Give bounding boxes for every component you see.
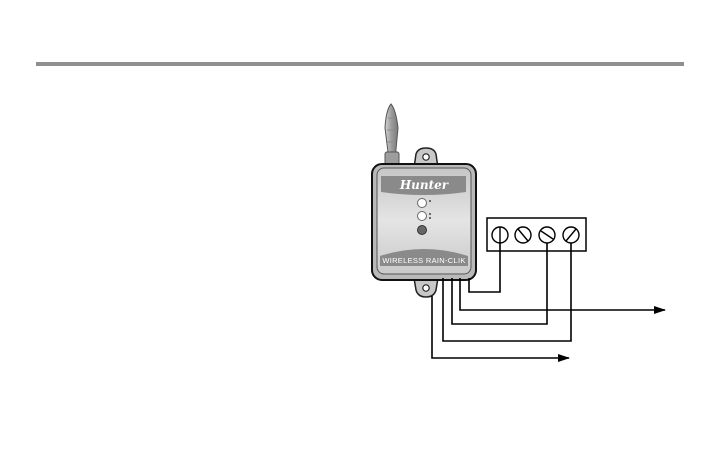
brand-logo: Hunter <box>399 178 450 192</box>
indicator-led-2 <box>418 212 427 221</box>
terminal-screw-4 <box>563 227 579 243</box>
indicator-led-1 <box>418 199 427 208</box>
bypass-button <box>418 226 427 235</box>
indicator-mark-2b <box>429 217 431 219</box>
terminal-screw-1 <box>492 227 508 243</box>
terminal-screw-3 <box>539 227 555 243</box>
indicator-mark-2a <box>429 213 431 215</box>
antenna <box>385 104 399 168</box>
terminal-screw-2 <box>515 227 531 243</box>
wire-output-right <box>460 278 665 310</box>
device-label: WIRELESS RAIN-CLIK <box>382 256 465 265</box>
indicator-mark-1 <box>429 200 431 202</box>
